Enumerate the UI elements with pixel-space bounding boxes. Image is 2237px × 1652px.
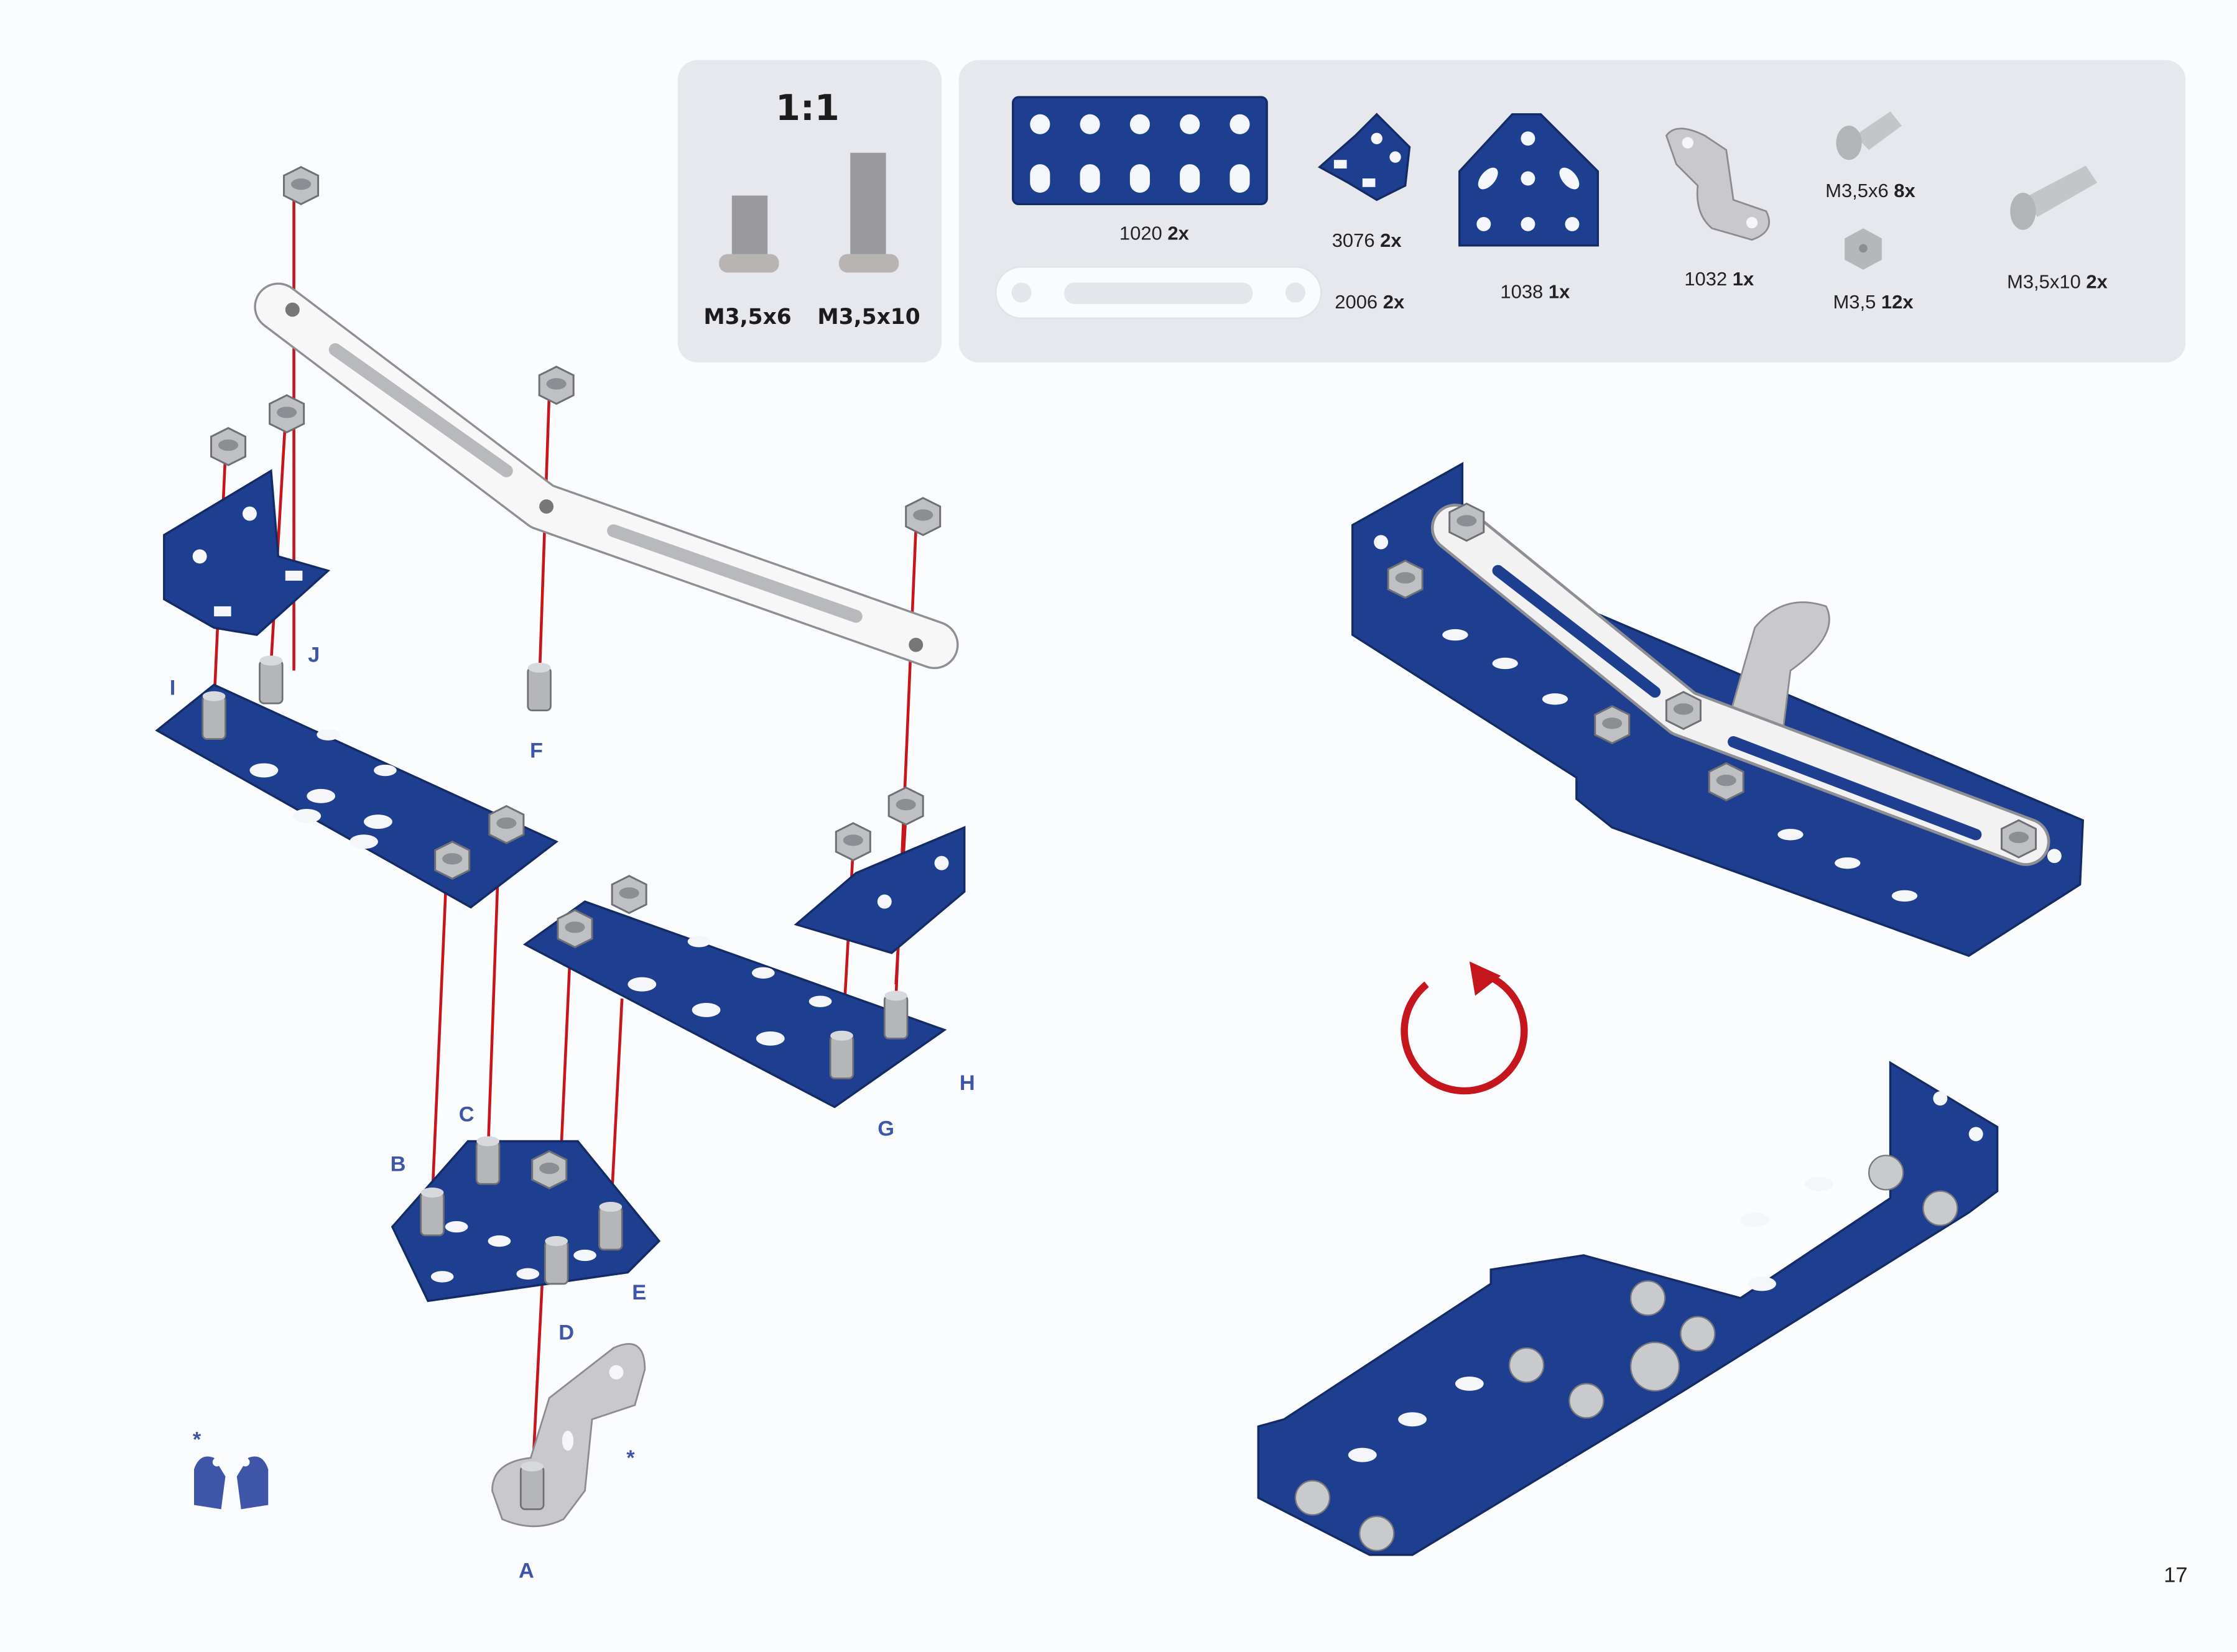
- rotate-arrow-icon: [1401, 961, 1528, 1095]
- scale-label-m35x10: M3,5x10: [817, 305, 920, 330]
- part-1038-icon: [1458, 113, 1600, 247]
- label-j: J: [308, 644, 320, 667]
- exploded-assembly: I J F G H B C D E A *: [155, 166, 975, 1582]
- part-label-1020: 1020 2x: [1119, 223, 1189, 244]
- part-m35x10-screw-icon: [2010, 165, 2098, 230]
- bracket-3076-right: [794, 826, 966, 954]
- label-i: I: [170, 676, 176, 699]
- scale-title: 1:1: [776, 87, 840, 129]
- asterisk-hands: *: [193, 1428, 201, 1451]
- page-number: 17: [2164, 1563, 2187, 1587]
- label-g: G: [878, 1117, 894, 1140]
- part-m35-nut-icon: [1845, 228, 1882, 270]
- scale-label-m35x6: M3,5x6: [703, 305, 791, 330]
- label-e: E: [632, 1281, 646, 1304]
- part-label-1032: 1032 1x: [1684, 268, 1754, 290]
- part-label-1038: 1038 1x: [1500, 281, 1570, 303]
- asterisk-mark: *: [626, 1446, 635, 1470]
- label-f: F: [530, 739, 543, 762]
- part-label-m35x10: M3,5x10 2x: [2007, 271, 2108, 293]
- assembled-view-top: [1351, 461, 2085, 958]
- part-1020-icon: [1012, 96, 1268, 206]
- parts-panel: 1020 2x 2006 2x 3076 2x 1038 1x 1032 1x …: [958, 60, 2186, 362]
- label-h: H: [960, 1071, 975, 1095]
- part-1032-icon: [1665, 127, 1770, 241]
- screw-m35x6-icon: [719, 195, 779, 273]
- scale-panel: 1:1 M3,5x6 M3,5x10: [677, 60, 942, 362]
- part-2006-icon: [995, 266, 1322, 319]
- part-label-m35x6: M3,5x6 8x: [1825, 180, 1915, 201]
- screw-m35x10-icon: [838, 152, 899, 273]
- part-label-m35: M3,5 12x: [1833, 291, 1913, 313]
- label-b: B: [391, 1153, 406, 1176]
- part-label-3076: 3076 2x: [1332, 229, 1402, 251]
- assembled-view-bottom: [1257, 1061, 1999, 1556]
- bracket-3076-left: [163, 469, 331, 636]
- label-a: A: [519, 1559, 534, 1582]
- two-hands-help-icon: *: [193, 1428, 269, 1510]
- part-3076-icon: [1317, 113, 1411, 201]
- label-c: C: [459, 1102, 475, 1126]
- part-m35x6-screw-icon: [1836, 111, 1902, 160]
- plate-1038: [391, 1140, 661, 1303]
- part-label-2006: 2006 2x: [1335, 291, 1404, 313]
- label-d: D: [558, 1321, 574, 1344]
